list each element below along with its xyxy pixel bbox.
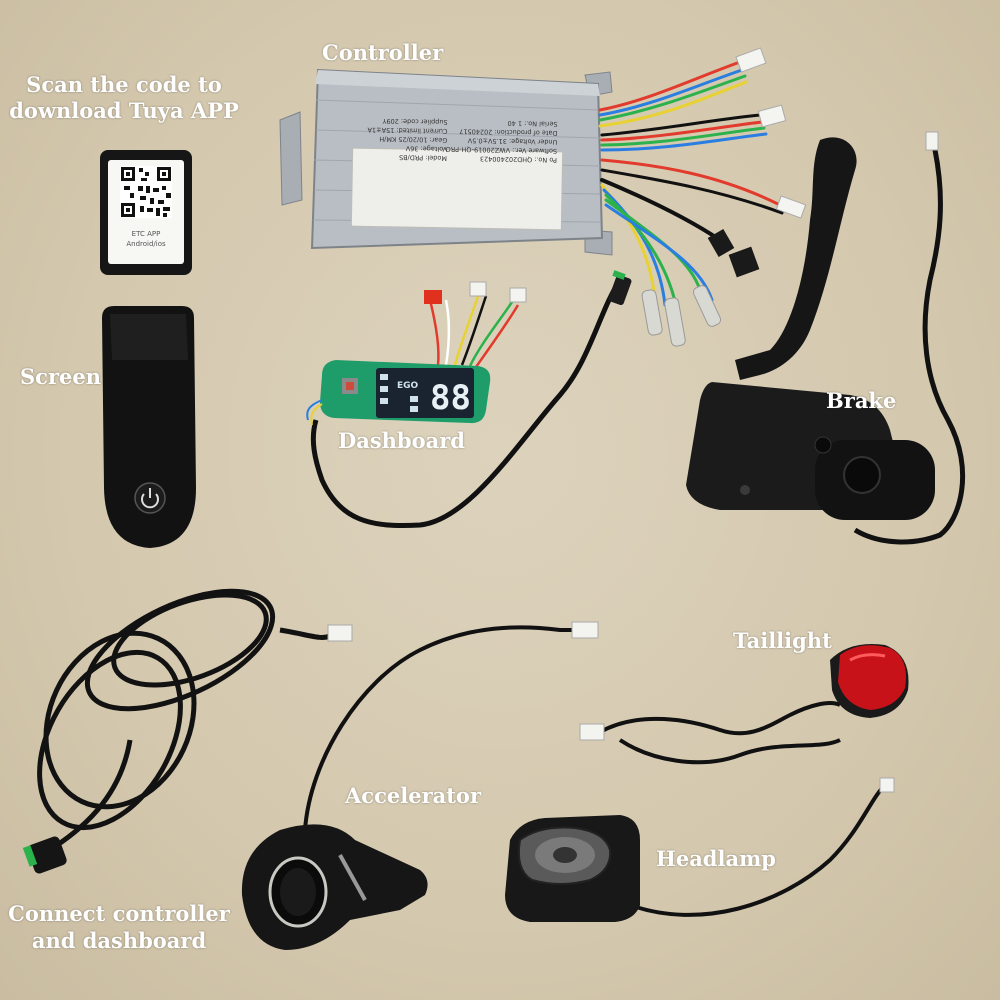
coiled-cable bbox=[37, 588, 331, 853]
screen-label: Screen bbox=[20, 364, 102, 389]
sticker-line: Under Voltage: 31.5V±0.5V bbox=[467, 136, 557, 146]
controller-wires bbox=[598, 60, 784, 317]
qr-card-line1: ETC APP bbox=[132, 230, 161, 238]
sticker-line: Gear: 10/20/25 KM/H bbox=[379, 135, 447, 144]
sticker-line: Model: PRD/BS bbox=[399, 153, 447, 162]
screen-cover bbox=[102, 306, 196, 548]
brake-lever bbox=[686, 131, 966, 545]
connect-label-line2: and dashboard bbox=[31, 928, 207, 953]
sticker-line: Voltage: 36V bbox=[405, 144, 447, 153]
sticker-line: Current limited: 15A±1A bbox=[367, 126, 448, 135]
controller-label: Controller bbox=[322, 40, 444, 65]
sticker-line: Supplier code: 209Y bbox=[382, 117, 447, 126]
connect-label-line1: Connect controller bbox=[8, 901, 230, 926]
dashboard-label: Dashboard bbox=[338, 428, 465, 453]
headlamp-label: Headlamp bbox=[656, 846, 776, 871]
sticker-line: Date of production: 20240517 bbox=[459, 127, 557, 137]
sticker-line: Software Ver.: VWZ20019-QH-PRO bbox=[446, 145, 558, 155]
coiled-cable-connector bbox=[327, 624, 353, 642]
qr-card-line2: Android/ios bbox=[126, 240, 166, 248]
dashboard-mode: EGO bbox=[397, 381, 419, 391]
taillight-label: Taillight bbox=[733, 628, 832, 653]
sticker-line: Serial No.: 1 40 bbox=[508, 119, 558, 128]
taillight bbox=[579, 644, 909, 765]
headlamp bbox=[505, 777, 895, 922]
accelerator-throttle bbox=[241, 621, 599, 950]
controller-sticker: Po No.: QHD202400423 Software Ver.: VWZ2… bbox=[367, 117, 558, 164]
scan-label-line1: Scan the code to bbox=[26, 72, 222, 97]
sticker-line: Po No.: QHD202400423 bbox=[480, 155, 557, 164]
accelerator-label: Accelerator bbox=[345, 783, 482, 808]
brake-label: Brake bbox=[826, 388, 897, 413]
controller-unit bbox=[279, 68, 613, 256]
dashboard-digits: 88 bbox=[430, 378, 471, 418]
coiled-cable-plug bbox=[27, 836, 67, 874]
controller-connectors bbox=[641, 47, 807, 347]
dashboard-pcb: 88 EGO bbox=[306, 270, 632, 529]
scan-label-line2: download Tuya APP bbox=[9, 98, 239, 123]
qr-card: ETC APP Android/ios bbox=[100, 150, 192, 275]
